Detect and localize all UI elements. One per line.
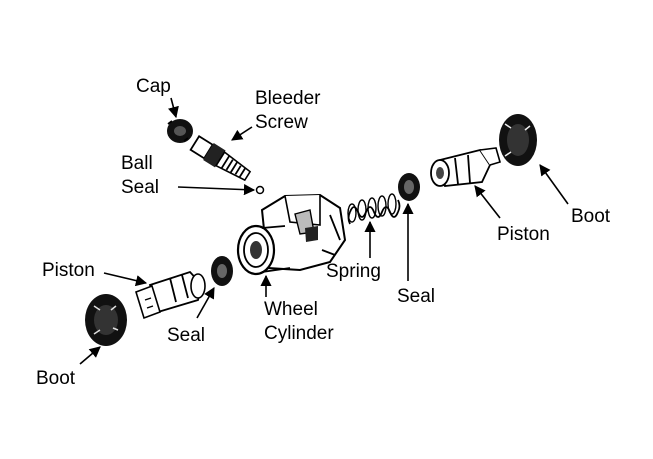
boot-right-part	[499, 114, 537, 166]
spring-part	[347, 193, 401, 225]
wheel-cylinder-part	[236, 193, 347, 276]
piston-left-part	[135, 270, 206, 320]
boot-left-part	[85, 294, 127, 346]
piston-right-label: Piston	[497, 224, 550, 245]
seal-right-label: Seal	[397, 286, 435, 307]
piston-right-part	[430, 147, 501, 187]
piston-left-label: Piston	[42, 260, 95, 281]
cap-leader	[168, 97, 179, 119]
boot-right-label: Boot	[571, 206, 611, 227]
cap-part	[167, 119, 193, 143]
wheel-label-line2: Cylinder	[264, 323, 334, 344]
bleeder-screw-part	[189, 135, 252, 182]
wheel-label-line1: Wheel	[264, 299, 318, 320]
ball-seal-part	[255, 185, 265, 195]
bleeder-label-line2: Screw	[255, 112, 308, 133]
boot-left-label: Boot	[36, 368, 76, 389]
spring-label: Spring	[326, 261, 381, 282]
seal-left-leader	[196, 287, 215, 319]
seal-left-part	[211, 256, 233, 286]
bleeder-leader	[231, 126, 253, 141]
bleeder-label-line1: Bleeder	[255, 88, 321, 109]
ball-label-line1: Ball	[121, 153, 153, 174]
boot-right-leader	[539, 164, 569, 205]
piston-left-leader	[103, 272, 148, 287]
ball-seal-leader	[177, 184, 256, 196]
seal-left-label: Seal	[167, 325, 205, 346]
seal-right-part	[398, 173, 420, 201]
ball-label-line2: Seal	[121, 177, 159, 198]
piston-right-leader	[474, 185, 501, 219]
boot-left-leader	[79, 346, 101, 365]
cap-label: Cap	[136, 76, 171, 97]
